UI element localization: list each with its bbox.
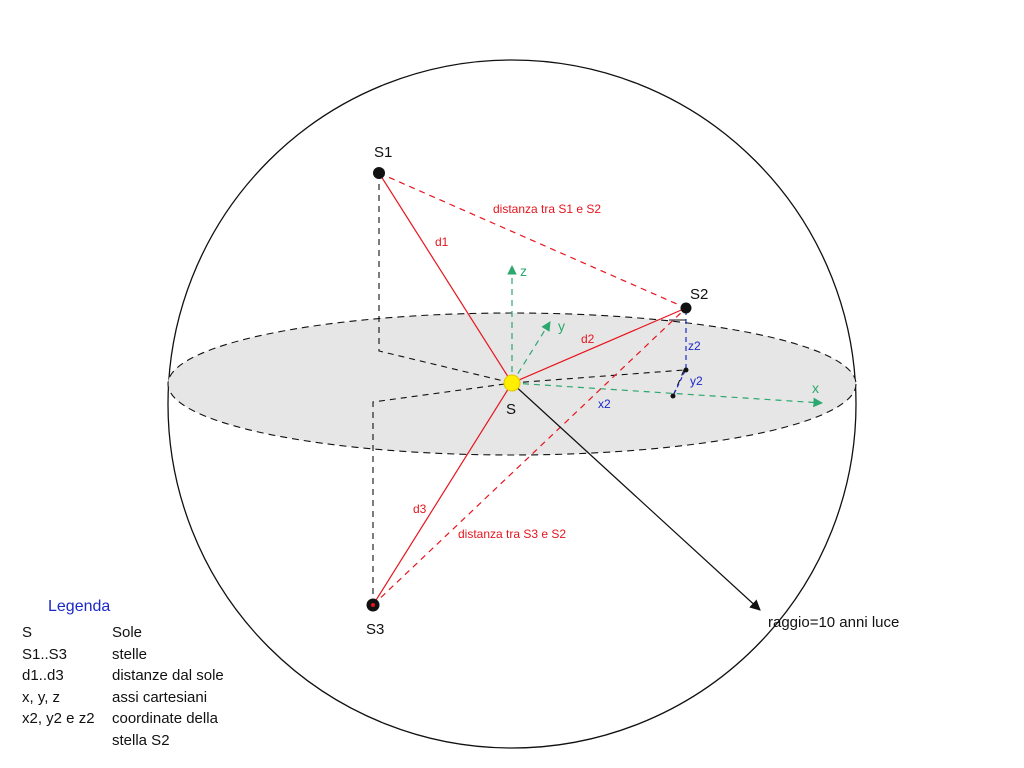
legend-key: x, y, z bbox=[22, 688, 61, 706]
s3-red-dot bbox=[371, 603, 375, 607]
label-s3: S3 bbox=[366, 621, 384, 638]
label-axis-z: z bbox=[520, 263, 527, 279]
legend-row: S Sole bbox=[22, 622, 224, 644]
label-x2: x2 bbox=[598, 397, 611, 411]
legend-value: coordinate della stella S2 bbox=[112, 710, 218, 749]
sphere-outline bbox=[167, 59, 857, 749]
sun-distances bbox=[372, 172, 687, 606]
label-radius: raggio=10 anni luce bbox=[768, 614, 899, 631]
label-axis-x: x bbox=[812, 380, 819, 396]
legend-value: Sole bbox=[112, 624, 143, 641]
projection-point-b bbox=[670, 393, 676, 399]
label-axis-y: y bbox=[558, 318, 565, 334]
label-d1: d1 bbox=[435, 235, 449, 249]
legend-value: distanze dal sole bbox=[112, 667, 224, 684]
legend-row: S1..S3 stelle bbox=[22, 644, 224, 666]
label-d3: d3 bbox=[413, 502, 427, 516]
label-y2: y2 bbox=[690, 374, 703, 388]
star-s2 bbox=[680, 302, 692, 314]
legend-key: d1..d3 bbox=[22, 667, 64, 684]
star-distances bbox=[372, 172, 687, 606]
label-dist-s3-s2: distanza tra S3 e S2 bbox=[458, 527, 566, 541]
label-s2: S2 bbox=[690, 286, 708, 303]
legend-key: S bbox=[22, 624, 33, 641]
legend-value: stelle bbox=[112, 645, 148, 663]
sun bbox=[503, 374, 521, 392]
legend-row: x2, y2 e z2 coordinate della stella S2 bbox=[22, 708, 224, 751]
y2-line bbox=[672, 370, 686, 397]
legend-row: d1..d3 distanze dal sole bbox=[22, 665, 224, 687]
legend-value: assi cartesiani bbox=[112, 688, 208, 706]
projection-point-a bbox=[683, 367, 689, 373]
legend-key: x2, y2 e z2 bbox=[22, 710, 95, 727]
radius-arrow bbox=[511, 382, 761, 611]
label-dist-s1-s2: distanza tra S1 e S2 bbox=[493, 202, 601, 216]
label-sun: S bbox=[506, 401, 516, 418]
label-s1: S1 bbox=[374, 144, 392, 161]
legend-key: S1..S3 bbox=[22, 645, 68, 663]
legend-row: x, y, z assi cartesiani bbox=[22, 687, 224, 709]
axes bbox=[507, 265, 823, 408]
legend: Legenda S Sole S1..S3 stelle d1..d3 dist… bbox=[22, 598, 224, 751]
label-z2: z2 bbox=[688, 339, 701, 353]
star-s1 bbox=[373, 167, 385, 179]
legend-title: Legenda bbox=[48, 598, 111, 615]
label-d2: d2 bbox=[581, 332, 595, 346]
